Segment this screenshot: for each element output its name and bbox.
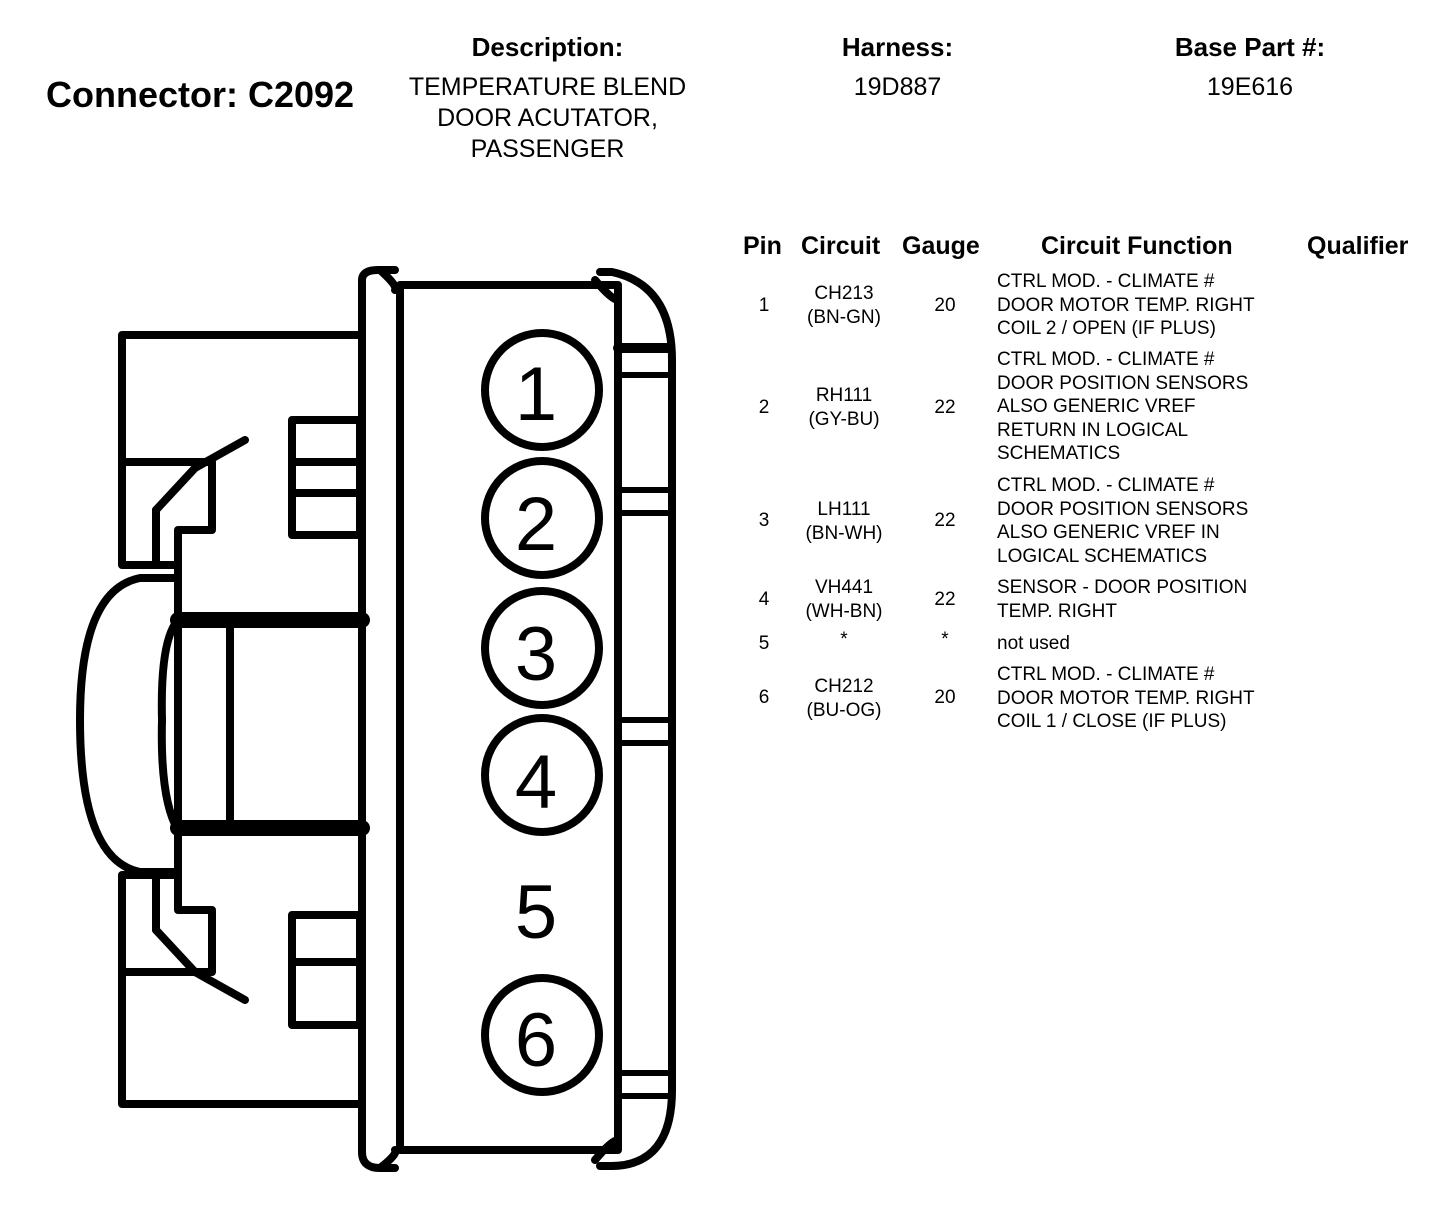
pin-number-5: 5 xyxy=(515,870,557,955)
header-pin: Pin xyxy=(743,232,782,260)
row-2-wire-color: (GY-BU) xyxy=(808,409,880,430)
pin-cavity-3 xyxy=(481,587,603,709)
row-3-circuit: LH111 xyxy=(817,499,871,520)
base-part-value: 19E616 xyxy=(1206,73,1294,101)
row-6-gauge: 20 xyxy=(934,687,956,708)
row-2-circuit: RH111 xyxy=(815,385,873,406)
pin-number-2: 2 xyxy=(515,482,557,567)
row-5-gauge: * xyxy=(941,629,949,650)
right-latch xyxy=(596,268,676,1170)
pin-number-6: 6 xyxy=(515,998,557,1083)
harness-value: 19D887 xyxy=(853,73,942,101)
row-3-pin: 3 xyxy=(758,510,770,531)
row-4-circuit: VH441 xyxy=(814,577,874,598)
row-2-pin: 2 xyxy=(758,397,770,418)
row-1-function: CTRL MOD. - CLIMATE # DOOR MOTOR TEMP. R… xyxy=(997,271,1255,339)
row-2-gauge: 22 xyxy=(934,397,956,418)
left-latch-bump xyxy=(76,574,182,876)
row-5-pin: 5 xyxy=(758,633,770,654)
row-6-wire-color: (BU-OG) xyxy=(806,700,882,721)
housing-outline xyxy=(358,276,399,1172)
pin-number-4: 4 xyxy=(515,740,557,825)
row-1-gauge: 20 xyxy=(934,295,956,316)
row-4-pin: 4 xyxy=(758,589,770,610)
row-2-function: CTRL MOD. - CLIMATE # DOOR POSITION SENS… xyxy=(997,349,1249,464)
row-5-function: not used xyxy=(997,633,1070,654)
window-lower xyxy=(288,911,364,1029)
window-upper xyxy=(288,416,364,539)
row-1-wire-color: (BN-GN) xyxy=(807,307,881,328)
row-3-wire-color: (BN-WH) xyxy=(805,523,883,544)
row-4-wire-color: (WH-BN) xyxy=(805,601,883,622)
row-1-pin: 1 xyxy=(758,295,770,316)
header-qualifier: Qualifier xyxy=(1307,232,1409,260)
row-1-circuit: CH213 xyxy=(814,283,874,304)
description-value: TEMPERATURE BLEND DOOR ACUTATOR, PASSENG… xyxy=(408,73,687,163)
header-circuit-function: Circuit Function xyxy=(1041,232,1233,260)
harness-label: Harness: xyxy=(841,32,954,62)
pin-cavity-2 xyxy=(481,457,603,579)
row-5-circuit: * xyxy=(840,629,848,650)
pin-cavity-1 xyxy=(481,329,603,451)
connector-face-diagram: 1 2 3 4 5 6 xyxy=(76,266,676,1172)
row-6-circuit: CH212 xyxy=(814,676,874,697)
header-circuit: Circuit xyxy=(801,232,881,260)
pin-cavity-4 xyxy=(481,714,603,836)
row-3-gauge: 22 xyxy=(934,510,956,531)
row-4-function: SENSOR - DOOR POSITION TEMP. RIGHT xyxy=(997,577,1248,622)
pin-cavity-6 xyxy=(481,974,603,1096)
row-6-function: CTRL MOD. - CLIMATE # DOOR MOTOR TEMP. R… xyxy=(997,664,1255,732)
row-4-gauge: 22 xyxy=(934,589,956,610)
base-part-label: Base Part #: xyxy=(1174,32,1326,62)
description-label: Description: xyxy=(471,32,624,62)
pin-number-3: 3 xyxy=(515,612,557,697)
header-gauge: Gauge xyxy=(902,232,980,260)
connector-title: Connector: C2092 xyxy=(46,74,355,115)
row-3-function: CTRL MOD. - CLIMATE # DOOR POSITION SENS… xyxy=(997,475,1249,567)
pin-number-1: 1 xyxy=(515,352,557,437)
row-6-pin: 6 xyxy=(758,687,770,708)
